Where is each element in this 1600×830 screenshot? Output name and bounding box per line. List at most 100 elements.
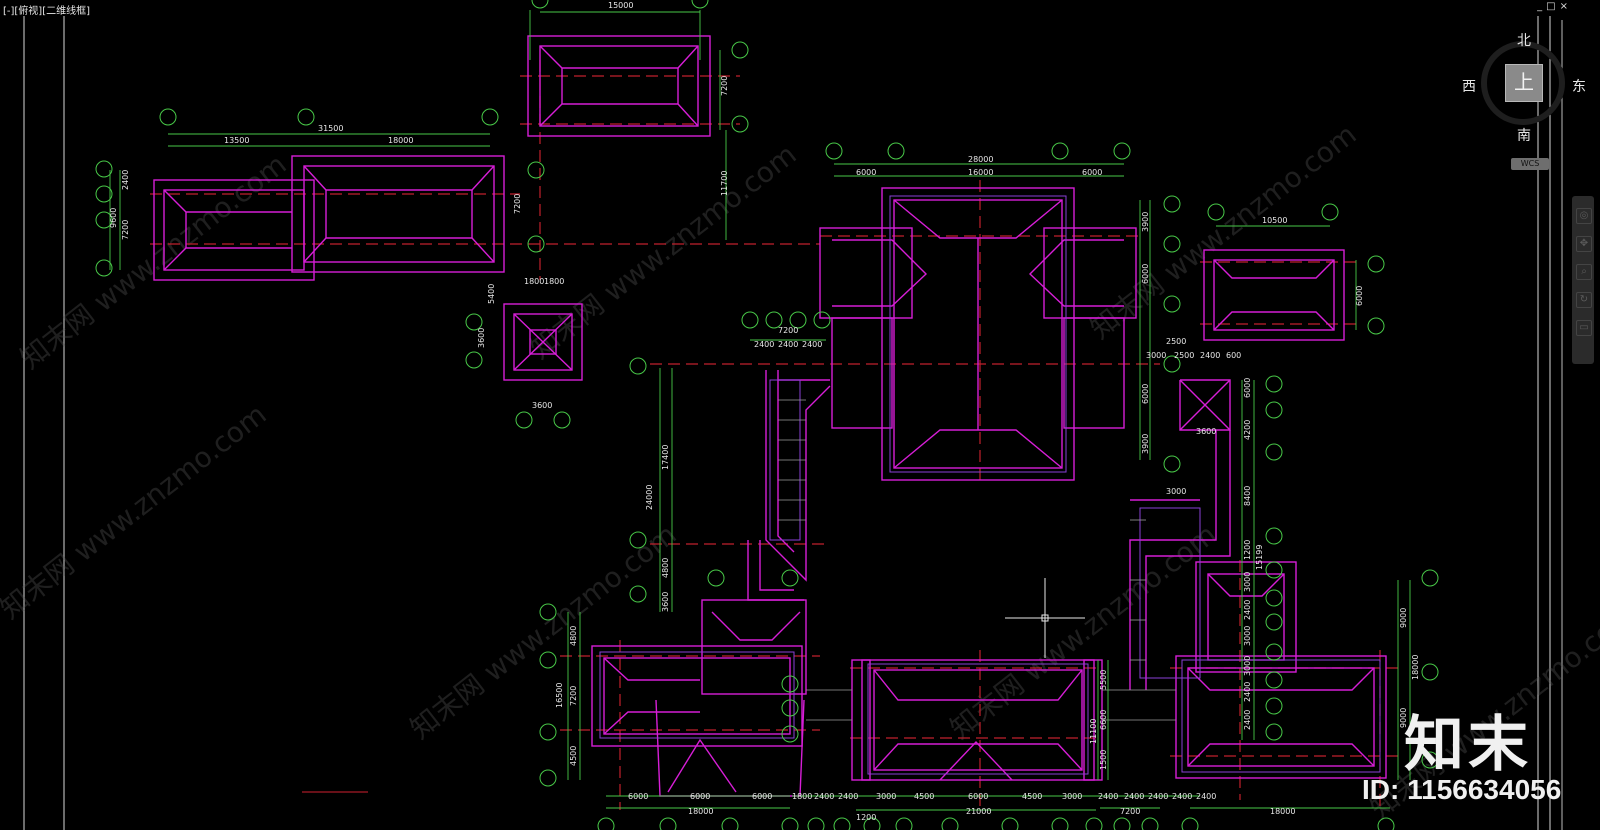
- dim-label: 9000: [1399, 608, 1408, 628]
- dim-label: 6000: [1141, 264, 1150, 284]
- roof-right-building: [1203, 249, 1345, 341]
- image-id-label: ID: 1156634056: [1362, 774, 1562, 805]
- dim-label: 3000: [1243, 626, 1252, 646]
- dim-label: 3600: [477, 328, 486, 348]
- dim-label: 1800: [544, 277, 564, 286]
- dim-label: 31500: [318, 124, 343, 133]
- dim-label: 2400: [778, 340, 798, 349]
- dim-label: 6000: [1243, 378, 1252, 398]
- dim-label: 11700: [720, 171, 729, 196]
- dim-label: 6000: [1082, 168, 1102, 177]
- dim-label: 6000: [690, 792, 710, 801]
- dim-label: 4500: [569, 746, 578, 766]
- viewcube[interactable]: 北 南 西 东 上: [1460, 28, 1586, 178]
- watermark-text: 知末网 www.znzmo.com: [0, 398, 273, 626]
- dim-label: 15199: [1255, 545, 1264, 570]
- orbit-icon[interactable]: ↻: [1576, 292, 1592, 308]
- dim-label: 3600: [532, 401, 552, 410]
- roof-top-building: [527, 35, 711, 137]
- dim-label: 7200: [513, 194, 522, 214]
- dim-label: 3000: [1062, 792, 1082, 801]
- viewport-label[interactable]: [-][俯视][二维线框]: [3, 6, 91, 17]
- dim-label: 18000: [1270, 807, 1295, 816]
- dim-label: 2400: [1148, 792, 1168, 801]
- watermark-text: 知末网 www.znzmo.com: [944, 518, 1223, 746]
- dim-label: 3900: [1141, 434, 1150, 454]
- dim-label: 3000: [1243, 572, 1252, 592]
- dim-label: 9600: [109, 208, 118, 228]
- dim-label: 1800: [792, 792, 812, 801]
- dim-label: 18000: [688, 807, 713, 816]
- viewcube-west[interactable]: 西: [1462, 79, 1476, 95]
- dim-label: 2500: [1166, 337, 1186, 346]
- pan-icon[interactable]: ✥: [1576, 236, 1592, 252]
- roof-bottom-left: [591, 599, 807, 797]
- dim-label: 3600: [661, 592, 670, 612]
- corridor-hatch: [778, 399, 1176, 721]
- dim-label: 17400: [661, 445, 670, 470]
- dim-label: 6000: [628, 792, 648, 801]
- dim-label: 18000: [1411, 655, 1420, 680]
- dim-label: 6000: [856, 168, 876, 177]
- dim-label: 6600: [1099, 710, 1108, 730]
- dim-label: 4800: [569, 626, 578, 646]
- dim-label: 3600: [1196, 427, 1216, 436]
- wcs-menu[interactable]: WCS: [1511, 158, 1549, 170]
- dim-label: 7200: [1120, 807, 1140, 816]
- viewcube-south[interactable]: 南: [1517, 128, 1531, 144]
- dim-label: 2400: [121, 170, 130, 190]
- dim-label: 7200: [569, 686, 578, 706]
- dim-label: 4500: [914, 792, 934, 801]
- restore-button[interactable]: □: [1546, 1, 1556, 12]
- dimension-lines: [109, 10, 1411, 811]
- dim-label: 2400: [754, 340, 774, 349]
- viewcube-top-face[interactable]: 上: [1505, 64, 1543, 102]
- dim-label: 10500: [1262, 216, 1287, 225]
- dim-label: 4500: [1022, 792, 1042, 801]
- dim-label: 2400: [1243, 710, 1252, 730]
- dim-label: 6000: [968, 792, 988, 801]
- dim-label: 6000: [752, 792, 772, 801]
- viewport-frame-lines: [23, 16, 1563, 830]
- dim-label: 15000: [608, 1, 633, 10]
- dim-label: 2400: [1200, 351, 1220, 360]
- dim-label: 2400: [1196, 792, 1216, 801]
- viewcube-north[interactable]: 北: [1517, 33, 1531, 49]
- watermark-text: 知末网 www.znzmo.com: [524, 138, 803, 366]
- dimension-labels: 15000 7200 11700 13500 31500 18000 2400 …: [109, 1, 1420, 822]
- dim-label: 3000: [1146, 351, 1166, 360]
- roof-small-pavilion: [503, 303, 583, 381]
- inner-structure-lines: [599, 195, 1381, 775]
- dim-label: 3000: [1166, 487, 1186, 496]
- dim-label: 8400: [1243, 486, 1252, 506]
- dim-label: 7200: [121, 220, 130, 240]
- roof-right-corridor: [1129, 379, 1231, 690]
- dim-label: 13500: [224, 136, 249, 145]
- dim-label: 2400: [838, 792, 858, 801]
- dim-label: 1200: [1243, 540, 1252, 560]
- watermark-text: 知末网 www.znzmo.com: [1084, 118, 1363, 346]
- dim-label: 21000: [966, 807, 991, 816]
- dim-label: 2400: [1124, 792, 1144, 801]
- dim-label: 1800: [524, 277, 544, 286]
- watermark-brand-logo: 知末: [1404, 710, 1532, 780]
- dim-label: 2400: [802, 340, 822, 349]
- viewcube-east[interactable]: 东: [1572, 79, 1586, 95]
- zoom-icon[interactable]: ⌕: [1576, 264, 1592, 280]
- roof-top-left-hall: [291, 155, 505, 273]
- dim-label: 9000: [1399, 708, 1408, 728]
- dim-label: 2400: [1243, 600, 1252, 620]
- showmotion-icon[interactable]: ▭: [1576, 320, 1592, 336]
- dim-label: 2400: [1172, 792, 1192, 801]
- steering-wheel-icon[interactable]: ◎: [1576, 208, 1592, 224]
- dim-label: 16000: [968, 168, 993, 177]
- viewcube-compass-ring[interactable]: [1481, 41, 1565, 125]
- roof-left-corridor: [747, 370, 831, 601]
- close-button[interactable]: ×: [1559, 1, 1568, 12]
- dim-label: 24000: [645, 485, 654, 510]
- minimize-button[interactable]: _: [1537, 1, 1543, 12]
- dim-label: 3000: [876, 792, 896, 801]
- dim-label: 2500: [1174, 351, 1194, 360]
